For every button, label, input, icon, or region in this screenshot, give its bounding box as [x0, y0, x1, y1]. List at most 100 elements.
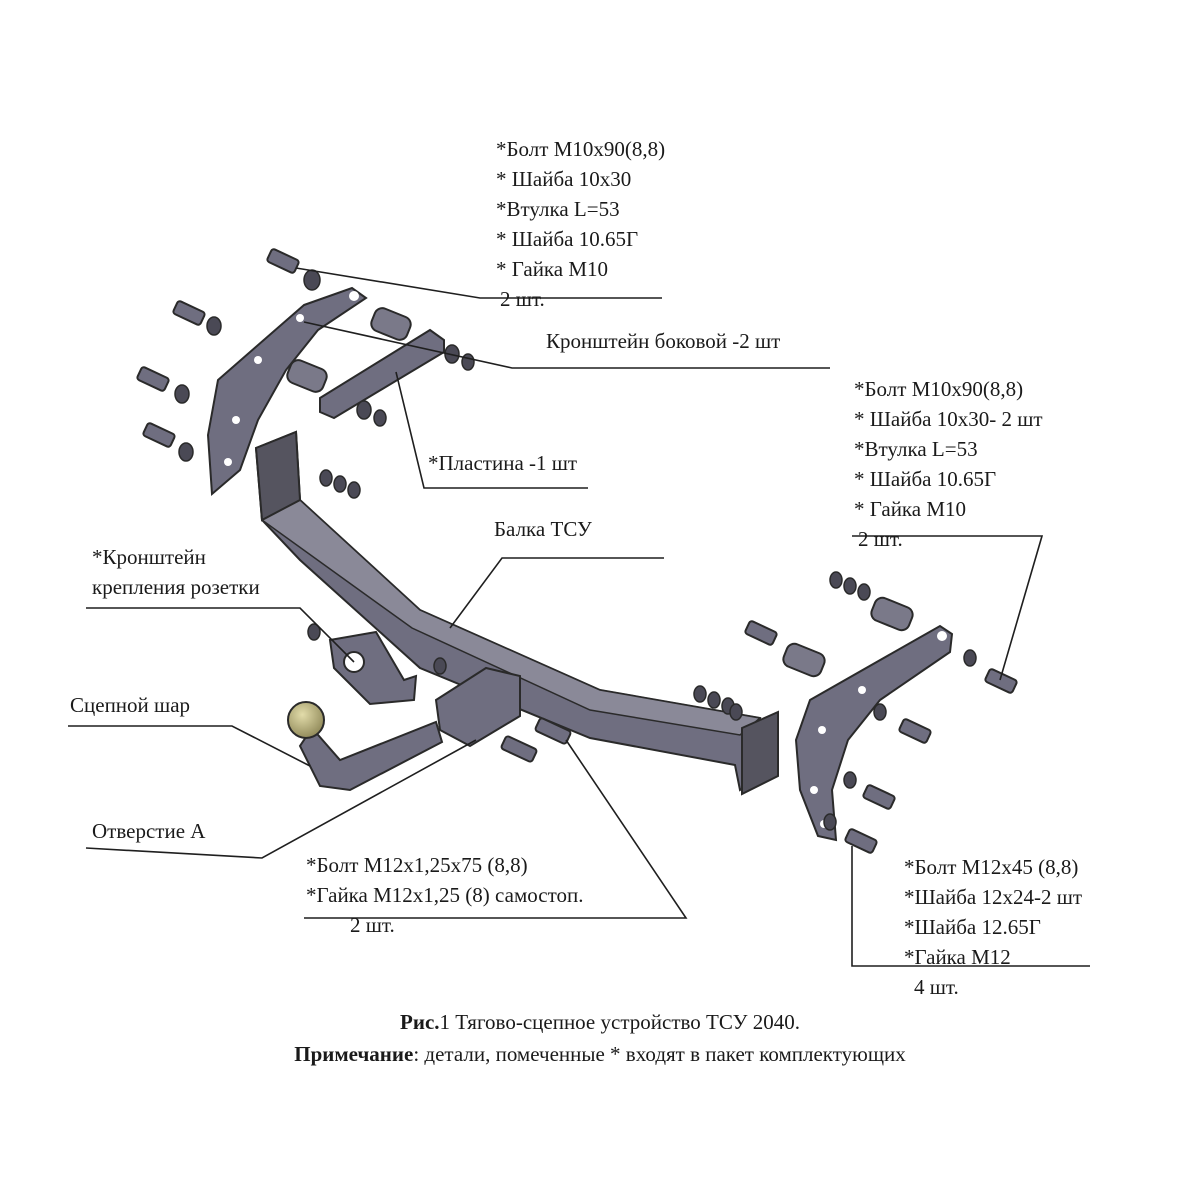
nut: [857, 583, 871, 601]
leader-side-bracket: [303, 321, 830, 369]
label-center-fasteners: *Болт М12х1,25х75 (8,8) *Гайка М12х1,25 …: [306, 850, 583, 940]
label-line: 4 шт.: [914, 975, 959, 999]
leader-center-fasteners: [304, 739, 688, 919]
washer: [303, 269, 321, 291]
label-line: *Кронштейн: [92, 545, 206, 569]
towbar-beam: [254, 430, 772, 792]
leader-top-fasteners: [295, 267, 662, 299]
bolt: [844, 828, 878, 854]
leader-bottom-right: [851, 846, 1090, 967]
label-socket-bracket: *Кронштейн крепления розетки: [92, 542, 260, 602]
label-line: крепления розетки: [92, 575, 260, 599]
label-line: *Втулка L=53: [496, 197, 620, 221]
nut: [843, 577, 857, 595]
label-tow-ball: Сцепной шар: [70, 693, 191, 717]
label-line: *Болт М10х90(8,8): [854, 377, 1024, 401]
bracket-hole: [254, 356, 262, 364]
washer: [178, 442, 194, 462]
bolt: [534, 717, 572, 745]
sleeve: [370, 307, 412, 341]
bracket-hole: [224, 458, 232, 466]
nut: [729, 703, 743, 721]
label-line: *Болт М10х90(8,8): [496, 137, 666, 161]
tow-ball: [287, 701, 325, 739]
bolt: [500, 735, 538, 763]
bracket-hole: [232, 416, 240, 424]
label-line: 2 шт.: [500, 287, 545, 311]
sleeve: [782, 642, 826, 678]
figure-note: Примечание: детали, помеченные * входят …: [0, 1042, 1200, 1067]
beam-end-plate-right: [741, 710, 779, 796]
nut: [433, 657, 447, 675]
label-right-fasteners: *Болт М10х90(8,8) * Шайба 10х30- 2 шт *В…: [854, 374, 1043, 554]
bolt: [172, 300, 206, 326]
label-line: * Шайба 10.65Г: [496, 227, 639, 251]
label-line: 2 шт.: [350, 913, 395, 937]
nut: [843, 771, 857, 789]
caption-figure-label: Рис.: [400, 1010, 440, 1034]
label-line: *Болт М12х45 (8,8): [904, 855, 1079, 879]
bolt: [984, 668, 1018, 694]
label-line: * Шайба 10х30- 2 шт: [854, 407, 1043, 431]
beam-end-plate-left: [254, 430, 302, 522]
nut: [963, 649, 977, 667]
nut: [873, 703, 887, 721]
label-hole-a: Отверстие А: [92, 819, 206, 843]
nut: [829, 571, 843, 589]
nut: [707, 691, 721, 709]
nut: [347, 481, 361, 499]
bracket-hole: [349, 291, 359, 301]
leader-right-fasteners: [852, 535, 1044, 681]
label-line: *Болт М12х1,25х75 (8,8): [306, 853, 528, 877]
nut: [333, 475, 347, 493]
figure-caption: Рис.1 Тягово-сцепное устройство ТСУ 2040…: [0, 1010, 1200, 1035]
leader-beam: [449, 557, 664, 629]
caption-note-text: : детали, помеченные * входят в пакет ко…: [413, 1042, 906, 1066]
nut: [307, 623, 321, 641]
sleeve: [870, 596, 914, 632]
nut: [693, 685, 707, 703]
bolt: [898, 718, 932, 744]
label-side-bracket: Кронштейн боковой -2 шт: [546, 329, 781, 353]
bolt: [266, 248, 300, 274]
right-side-bracket: [794, 624, 954, 842]
label-line: * Шайба 10.65Г: [854, 467, 997, 491]
bracket-hole: [296, 314, 304, 322]
leader-lines: [68, 267, 1090, 967]
label-line: *Втулка L=53: [854, 437, 978, 461]
nut: [461, 353, 475, 371]
nut: [319, 469, 333, 487]
ball-neck: [298, 720, 444, 792]
label-bottom-right-fasteners: *Болт М12х45 (8,8) *Шайба 12х24-2 шт *Ша…: [904, 852, 1082, 1002]
bolt: [744, 620, 778, 646]
bolt: [142, 422, 176, 448]
label-line: * Гайка М10: [854, 497, 967, 521]
label-line: *Гайка М12: [904, 945, 1011, 969]
nut: [356, 400, 372, 420]
bracket-hole: [818, 726, 826, 734]
left-side-bracket: [206, 286, 368, 497]
ball-mount-bracket: [434, 666, 521, 748]
label-line: * Шайба 10х30: [496, 167, 632, 191]
label-top-fasteners: *Болт М10х90(8,8) * Шайба 10х30 *Втулка …: [496, 134, 665, 314]
label-line: *Гайка М12х1,25 (8) самостоп.: [306, 883, 584, 907]
label-line: 2 шт.: [858, 527, 903, 551]
label-line: *Шайба 12х24-2 шт: [904, 885, 1083, 909]
sleeve: [286, 359, 328, 393]
nuts-washers: [174, 269, 977, 831]
bracket-hole: [858, 686, 866, 694]
bolt: [862, 784, 896, 810]
leader-socket-bracket: [86, 607, 355, 663]
nut: [823, 813, 837, 831]
label-line: *Шайба 12.65Г: [904, 915, 1041, 939]
washer: [206, 316, 222, 336]
leader-plate: [395, 371, 588, 489]
washer: [174, 384, 190, 404]
plate: [319, 328, 445, 420]
bolts: [136, 248, 1018, 854]
leader-hole-a: [85, 739, 477, 859]
label-line: * Гайка М10: [496, 257, 609, 281]
leader-tow-ball: [68, 725, 311, 767]
bracket-hole: [810, 786, 818, 794]
